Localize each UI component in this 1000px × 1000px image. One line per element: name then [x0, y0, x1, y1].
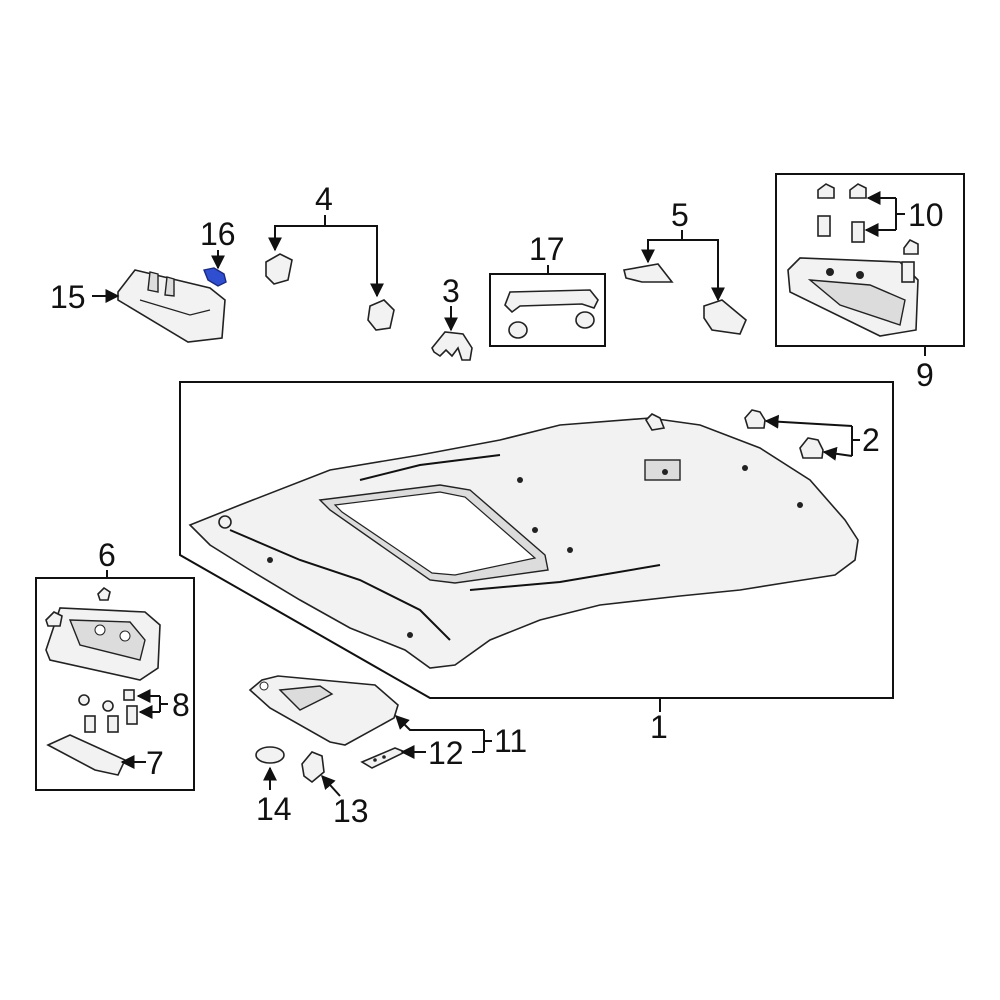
cover-part-12[interactable] [360, 747, 407, 769]
callout-4: 4 [315, 181, 333, 217]
lamp-part-15[interactable] [117, 269, 226, 343]
pad-part-4[interactable] [265, 253, 395, 331]
callout-12: 12 [428, 735, 464, 771]
headliner-frame [179, 381, 894, 699]
pad-part-5[interactable] [623, 263, 747, 335]
callout-7: 7 [146, 745, 164, 781]
callout-15: 15 [50, 279, 86, 315]
bulb-part-16[interactable] [203, 267, 227, 287]
callout-2: 2 [862, 422, 880, 458]
headliner-group [179, 381, 894, 699]
callout-16: 16 [200, 216, 236, 252]
callout-6: 6 [98, 537, 116, 573]
holder-part-13[interactable] [301, 751, 325, 784]
callout-1: 1 [650, 709, 668, 745]
lamp-part-6[interactable] [45, 586, 161, 681]
box-6 [35, 577, 195, 791]
lens-part-7[interactable] [46, 734, 127, 776]
callout-8: 8 [172, 687, 190, 723]
callout-3: 3 [442, 273, 460, 309]
callout-14: 14 [256, 791, 292, 827]
callout-10: 10 [908, 197, 944, 233]
box-9 [775, 173, 965, 347]
bracket-part-3[interactable] [431, 331, 473, 361]
dome-lamp-part-9[interactable] [787, 257, 919, 337]
bulbs-part-10[interactable] [817, 183, 919, 283]
cap-part-14[interactable] [255, 746, 285, 764]
bulbs-part-8[interactable] [78, 689, 138, 733]
callout-11: 11 [494, 723, 527, 759]
headliner-cutout [644, 459, 681, 481]
callout-13: 13 [333, 793, 369, 829]
callout-5: 5 [671, 197, 689, 233]
callout-9: 9 [916, 357, 934, 393]
sun-visor-part-11[interactable] [248, 675, 399, 746]
callout-17: 17 [529, 231, 565, 267]
clip-part-2[interactable] [744, 409, 824, 459]
grab-handle-part-17[interactable] [504, 289, 599, 339]
box-17 [489, 273, 606, 347]
